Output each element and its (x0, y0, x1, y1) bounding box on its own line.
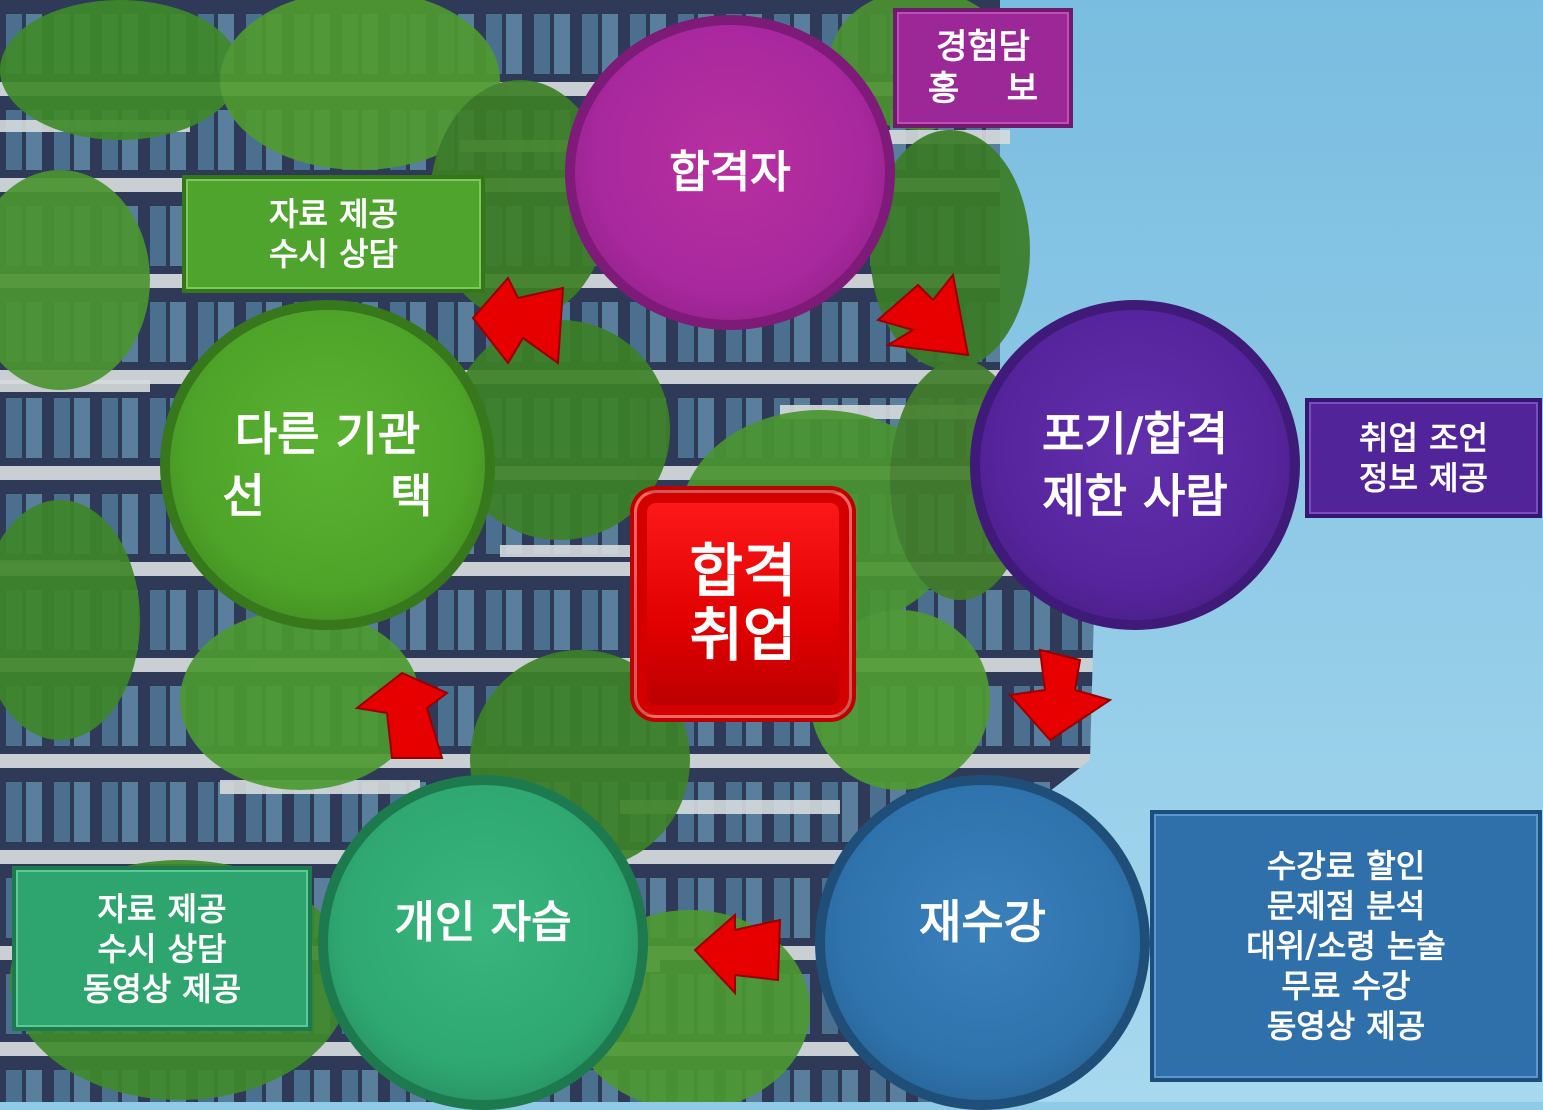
node-giveup: 포기/합격 제한 사람 (970, 300, 1300, 630)
node-retake: 재수강 (815, 775, 1150, 1110)
box-passer-line2b: 보 (1006, 69, 1038, 109)
box-other: 자료 제공 수시 상담 (182, 175, 485, 293)
center-line1: 합격 (689, 537, 797, 606)
node-retake-label: 재수강 (919, 895, 1046, 950)
box-other-line2: 수시 상담 (269, 235, 398, 273)
box-other-line1: 자료 제공 (269, 195, 398, 233)
box-retake-line3: 대위/소령 논술 (1246, 927, 1446, 965)
node-giveup-line1: 포기/합격 (1041, 406, 1229, 461)
box-retake-line1: 수강료 할인 (1266, 847, 1426, 885)
node-other-line2a: 선 (222, 469, 265, 523)
node-selfstudy: 개인 자습 (318, 775, 648, 1110)
box-giveup-line1: 취업 조언 (1359, 419, 1488, 457)
arrow-left-icon (693, 912, 782, 996)
arrow-down-icon (1008, 648, 1113, 742)
arrow-up-right-icon (471, 276, 565, 365)
box-giveup-line2: 정보 제공 (1359, 459, 1488, 497)
node-other: 다른 기관 선 택 (160, 300, 495, 630)
node-passer: 합격자 (565, 15, 895, 330)
box-passer: 경험담 홍 보 (893, 8, 1073, 128)
box-selfstudy-line3: 동영상 제공 (82, 969, 242, 1008)
box-retake-line5: 동영상 제공 (1266, 1007, 1426, 1045)
node-giveup-line2: 제한 사람 (1042, 469, 1228, 523)
node-selfstudy-label: 개인 자습 (394, 896, 572, 948)
box-passer-line2: 홍 보 (928, 68, 1038, 111)
arrow-up-icon (354, 671, 449, 759)
center-line2: 취업 (689, 601, 797, 669)
node-other-line2b: 택 (390, 469, 433, 523)
node-passer-label: 합격자 (669, 146, 791, 198)
box-passer-line1: 경험담 (936, 26, 1030, 67)
box-selfstudy: 자료 제공 수시 상담 동영상 제공 (12, 866, 312, 1031)
box-retake-line2: 문제점 분석 (1266, 887, 1426, 925)
box-giveup: 취업 조언 정보 제공 (1305, 398, 1542, 518)
box-selfstudy-line2: 수시 상담 (97, 929, 227, 968)
arrow-right-down-icon (875, 272, 970, 357)
node-other-line2: 선 택 (223, 465, 433, 527)
node-other-line1: 다른 기관 (234, 406, 421, 461)
box-retake: 수강료 할인 문제점 분석 대위/소령 논술 무료 수강 동영상 제공 (1150, 810, 1542, 1082)
box-passer-line2a: 홍 (928, 69, 960, 109)
box-selfstudy-line1: 자료 제공 (97, 889, 227, 928)
center-goal: 합격 취업 (634, 490, 852, 718)
box-retake-line4: 무료 수강 (1281, 967, 1411, 1005)
